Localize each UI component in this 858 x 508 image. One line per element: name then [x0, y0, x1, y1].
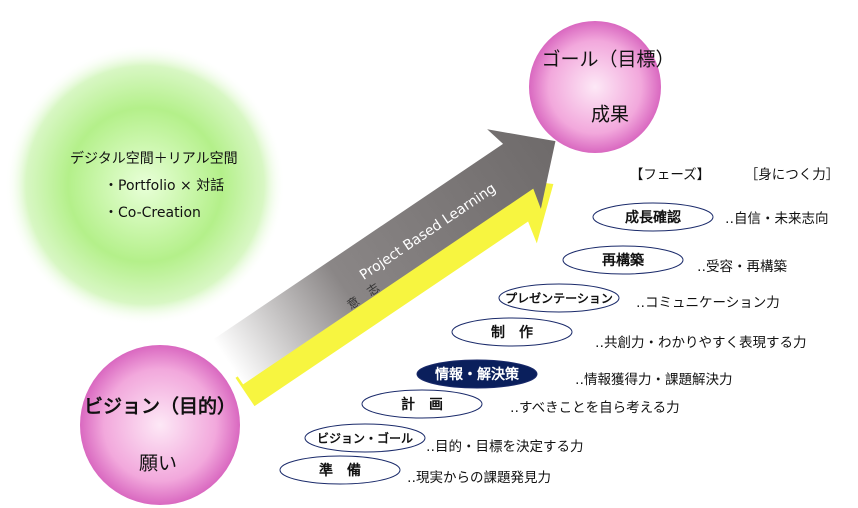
phase-header: 【フェーズ】 — [629, 167, 711, 183]
phase-ellipse — [592, 202, 714, 232]
green-circle — [5, 45, 285, 325]
vision-subtitle: 願い — [138, 452, 178, 475]
phase-ellipse — [562, 245, 684, 275]
phase-label: 制 作 — [491, 325, 533, 341]
skill-header: ［身につく力］ — [744, 167, 840, 183]
phase-ellipse — [304, 423, 426, 453]
gray-arrow — [212, 129, 556, 385]
skill-label: ‥コミュニケーション力 — [636, 295, 780, 311]
phase-label: 準 備 — [319, 463, 361, 479]
goal-circle — [529, 21, 661, 153]
goal-subtitle: 成果 — [590, 103, 630, 126]
green-line-3: ・Co-Creation — [104, 205, 201, 221]
skill-label: ‥受容・再構築 — [697, 259, 788, 275]
phase-label: 情報・解決策 — [435, 367, 519, 383]
phase-ellipse — [416, 359, 538, 389]
skill-label: ‥自信・未来志向 — [725, 211, 829, 227]
skill-label: ‥現実からの課題発見力 — [407, 470, 552, 486]
green-line-2: ・Portfolio × 対話 — [104, 178, 225, 194]
phase-label: プレゼンテーション — [505, 291, 613, 306]
skill-label: ‥すべきことを自ら考える力 — [510, 400, 680, 416]
phase-label: ビジョン・ゴール — [316, 431, 414, 446]
vision-circle — [80, 345, 240, 505]
skill-label: ‥情報獲得力・課題解決力 — [575, 372, 733, 388]
phase-label: 再構築 — [602, 253, 644, 269]
yellow-arrow — [235, 177, 554, 407]
vision-title: ビジョン（目的） — [83, 395, 237, 418]
phase-label: 成長確認 — [625, 210, 681, 226]
phase-ellipse — [361, 389, 483, 419]
goal-title: ゴール（目標） — [541, 48, 675, 71]
skill-label: ‥共創力・わかりやすく表現する力 — [595, 335, 807, 351]
green-line-1: デジタル空間＋リアル空間 — [70, 151, 238, 167]
phase-ellipse — [451, 317, 573, 347]
phase-ellipse — [279, 455, 401, 485]
phase-ellipse — [498, 283, 620, 313]
skill-label: ‥目的・目標を決定する力 — [426, 439, 584, 455]
phase-label: 計 画 — [401, 397, 443, 413]
